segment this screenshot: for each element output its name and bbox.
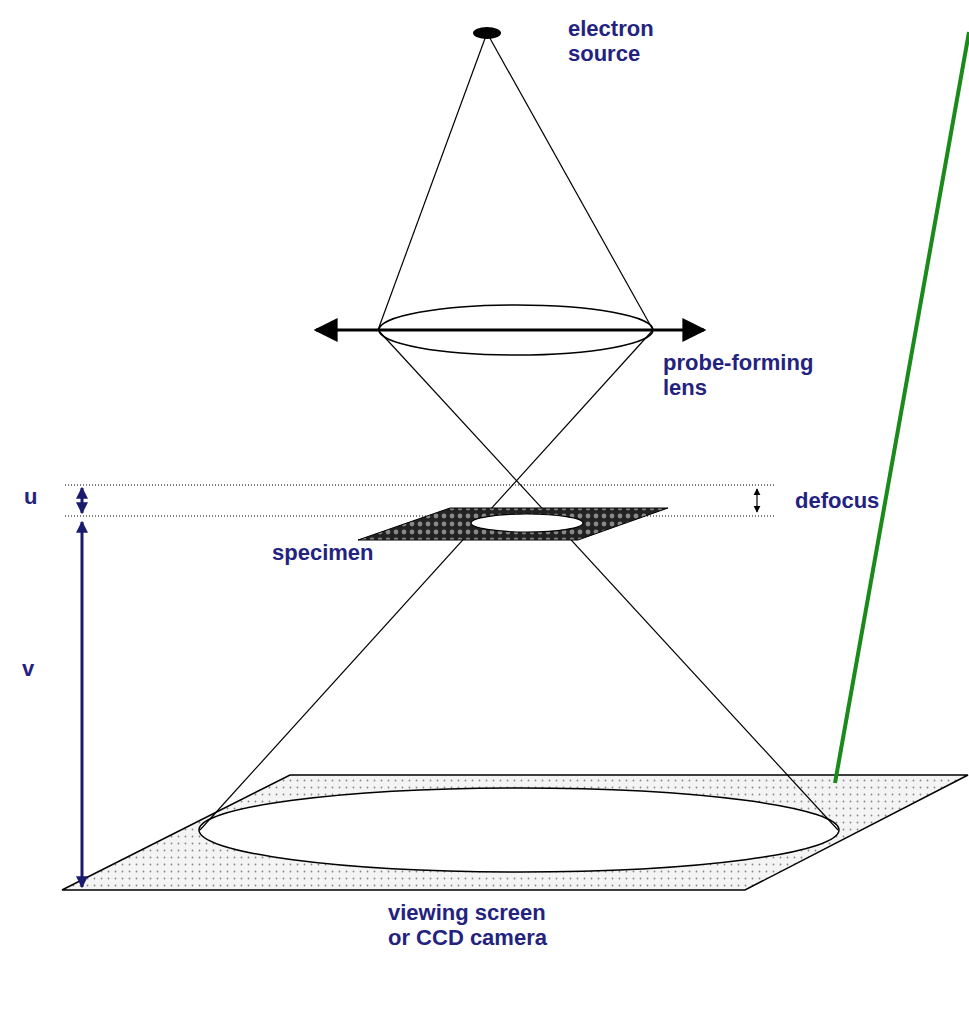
rays bbox=[200, 33, 838, 830]
viewing-screen bbox=[62, 775, 968, 890]
defocus-arrow bbox=[756, 489, 757, 512]
lens-label: probe-forming lens bbox=[663, 350, 838, 401]
specimen-plate bbox=[358, 508, 668, 540]
lens-axis-arrow bbox=[316, 329, 704, 332]
specimen-label: specimen bbox=[272, 540, 402, 565]
source-label: electron source bbox=[568, 16, 688, 67]
v-arrow bbox=[81, 522, 84, 887]
crossover-level bbox=[65, 485, 775, 486]
screen-label: viewing screen or CCD camera bbox=[388, 900, 553, 951]
dimension-label: u bbox=[24, 484, 54, 509]
beam-spot bbox=[199, 788, 839, 872]
defocus-label: defocus bbox=[795, 488, 915, 513]
pointer-line bbox=[835, 32, 969, 783]
electron-source bbox=[473, 27, 501, 39]
illuminated-area bbox=[471, 514, 583, 532]
u-arrow bbox=[81, 488, 84, 513]
specimen-level bbox=[65, 516, 775, 517]
dimension-label: v bbox=[22, 656, 52, 681]
